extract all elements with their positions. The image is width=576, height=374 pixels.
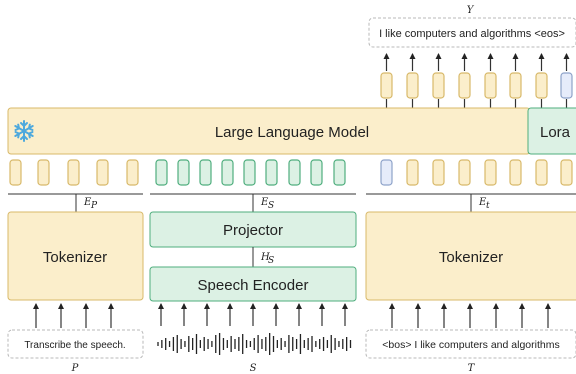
symbol-Hs: H [260, 252, 270, 263]
symbol-Ep-sub: P [90, 201, 98, 211]
text-embedding-token [509, 159, 522, 186]
output-token [380, 72, 393, 99]
output-token [560, 72, 573, 99]
target-text: <bos> I like computers and algorithms [382, 339, 559, 351]
tokenizer-left-label: Tokenizer [43, 249, 107, 266]
speech-encoder-block [149, 266, 357, 302]
speech-embedding-token [199, 159, 212, 186]
symbol-Es-sub: S [268, 201, 274, 211]
prompt-text-box [7, 329, 144, 359]
symbol-Ep: E [83, 197, 92, 208]
output-token [509, 72, 522, 99]
output-token [484, 72, 497, 99]
prompt-embedding-token [126, 159, 139, 186]
input-arrows [33, 303, 551, 328]
speech-embedding-token [243, 159, 256, 186]
projector-label: Projector [223, 222, 283, 239]
text-embedding-token [380, 159, 393, 186]
output-token [458, 72, 471, 99]
speech-embedding-token [310, 159, 323, 186]
output-token [535, 72, 548, 99]
symbol-Hs-sub: S [268, 256, 274, 266]
tokenizer-right-block [365, 211, 576, 301]
lora-label: Lora [540, 124, 571, 141]
embedding-brackets [8, 193, 576, 212]
text-embedding-token [458, 159, 471, 186]
symbol-P: P [71, 363, 79, 374]
speech-embedding-token [265, 159, 278, 186]
output-token [406, 72, 419, 99]
symbol-S: S [250, 363, 257, 374]
lora-block [527, 107, 576, 155]
text-embedding-token [484, 159, 497, 186]
text-embedding-token [432, 159, 445, 186]
speech-waveform [157, 333, 352, 355]
prompt-embedding-token [9, 159, 22, 186]
speech-embedding-token [288, 159, 301, 186]
output-text: I like computers and algorithms <eos> [379, 28, 565, 40]
symbol-Et: E [478, 197, 487, 208]
output-text-box [368, 17, 576, 48]
symbol-Et-sub: t [486, 201, 490, 211]
speech-embedding-token [333, 159, 346, 186]
symbol-T: T [468, 363, 476, 374]
output-token [432, 72, 445, 99]
output-arrows [383, 53, 570, 108]
text-embedding-token [535, 159, 548, 186]
prompt-text: Transcribe the speech. [24, 340, 125, 351]
symbol-Es: E [260, 197, 269, 208]
text-embedding-token [560, 159, 573, 186]
text-embedding-token [406, 159, 419, 186]
tokenizer-right-label: Tokenizer [439, 249, 503, 266]
speech-embedding-token [177, 159, 190, 186]
speech-embedding-token [221, 159, 234, 186]
speech-embedding-token [155, 159, 168, 186]
prompt-embedding-token [37, 159, 50, 186]
target-text-box [365, 329, 576, 359]
prompt-embedding-token [67, 159, 80, 186]
embedding-token-row [9, 159, 573, 186]
prompt-embedding-token [96, 159, 109, 186]
speech-encoder-label: Speech Encoder [198, 277, 309, 294]
tokenizer-left-block [7, 211, 144, 301]
snowflake-icon [14, 120, 34, 142]
symbol-y: Y [467, 5, 475, 16]
output-token-row [380, 72, 573, 99]
llm-label: Large Language Model [215, 124, 369, 141]
